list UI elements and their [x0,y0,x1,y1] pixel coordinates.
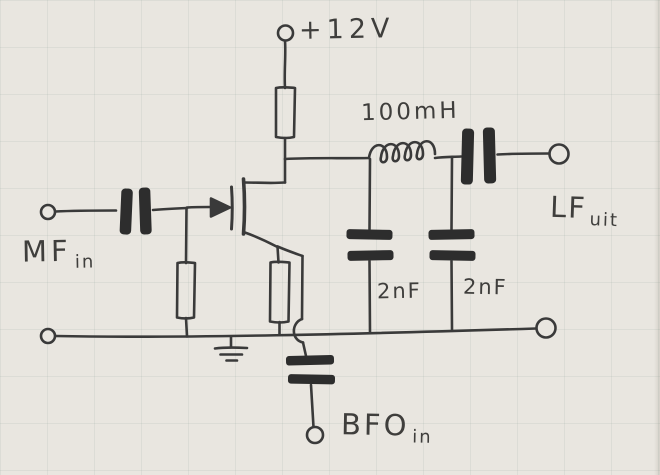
lf-output-label: LFuit [549,190,620,232]
terminal-circle [39,203,57,221]
ground-rail [39,317,557,345]
wire [283,156,371,161]
supply-voltage-label: +12V [298,13,395,46]
wire [300,254,304,321]
terminal-circle [535,317,557,339]
gate-bar [230,185,234,231]
capacitor-plate [460,128,475,185]
ground-symbol [213,335,249,362]
wire [184,206,188,265]
ground-line [213,346,249,350]
lf-output-label-main: LF [549,189,588,226]
drain-resistor [274,85,297,161]
capacitor-plate [428,229,475,240]
bfo-coupling-capacitor [285,354,336,445]
gate-lead [185,205,213,209]
terminal-circle [548,143,570,165]
inductor-value-label: 100mH [360,97,460,127]
source-node-wires [276,245,308,358]
bfo-input-label-main: BFO [340,407,410,443]
gate-resistor [175,206,197,338]
right-shunt-capacitor [428,155,476,331]
wire-hop [292,317,305,344]
channel-bar [241,177,247,236]
left-shunt-cap-value-label: 2nF [376,278,422,304]
resistor-symbol [274,85,297,140]
source-resistor [268,260,291,336]
left-shunt-capacitor [346,157,394,335]
wire [309,383,315,429]
lf-output-label-sub: uit [589,209,620,232]
supply-terminal [276,24,295,90]
inductor-symbol [367,139,437,164]
source-lead [242,230,278,248]
capacitor-plate [482,127,497,184]
wire [54,209,118,213]
wire [276,245,280,264]
bfo-input-label-sub: in [412,426,433,448]
capacitor-plate [346,229,393,240]
wire [151,206,189,212]
terminal-circle [276,24,295,42]
wire [368,157,372,231]
mf-input-section [39,187,189,235]
capacitor-plate [287,374,336,385]
wire [283,39,287,90]
terminal-circle [305,425,325,445]
inductor-coil [367,139,463,164]
gate-arrow [209,197,232,218]
right-shunt-cap-value-label: 2nF [462,274,508,300]
wire [450,259,454,331]
terminal-circle [39,327,57,345]
wire [184,316,189,338]
wire [301,341,308,358]
wire [496,152,551,156]
wire [54,327,538,339]
wire [368,259,372,335]
capacitor-plate [347,250,394,261]
output-coupling-capacitor [460,127,570,185]
mf-input-label-main: MF [21,233,72,269]
wire [276,245,304,258]
capacitor-plate [285,354,335,366]
capacitor-plate [429,250,476,261]
wire [433,155,463,160]
capacitor-plate [138,187,152,235]
drain-node-wires [243,156,371,185]
capacitor-plate [119,188,133,235]
resistor-symbol [268,260,291,324]
wire [450,155,454,231]
mf-input-label-sub: in [74,251,96,273]
resistor-symbol [175,260,197,320]
fet-transistor [185,177,278,248]
